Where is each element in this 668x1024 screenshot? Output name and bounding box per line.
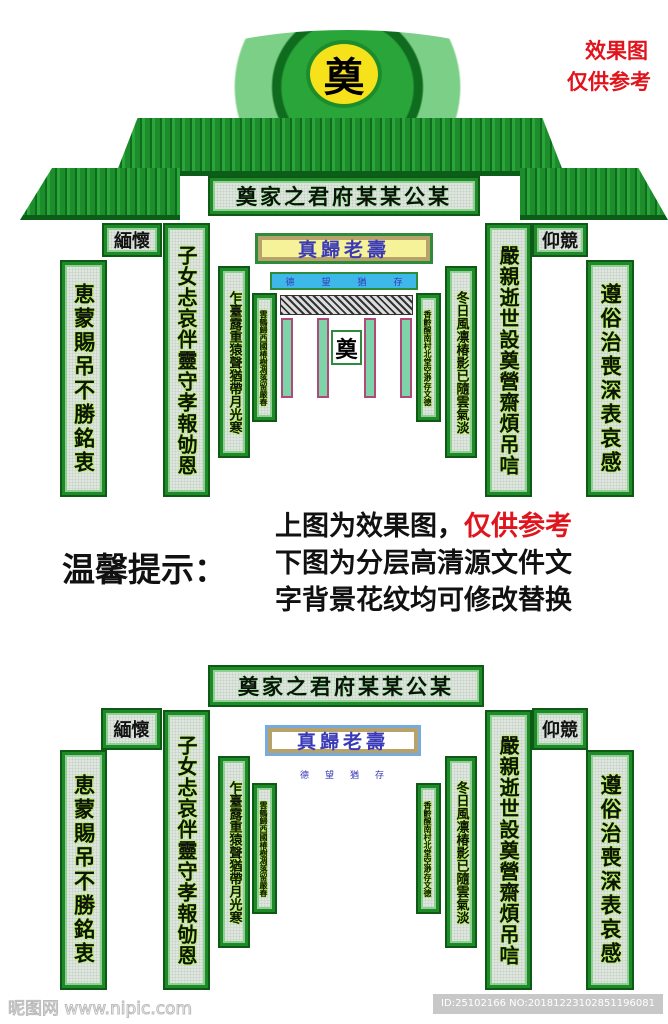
roof-upper xyxy=(115,118,565,176)
couplet-mid-right: 冬日風凛椿影已隨雲氣淡 xyxy=(445,756,477,948)
main-plaque: 奠家之君府某某公某 xyxy=(208,665,484,707)
sub-banner: 德望猶存 xyxy=(292,766,392,782)
hint-label: 温馨提示： xyxy=(62,550,227,589)
inner-gate-frieze xyxy=(280,295,413,315)
roof-right xyxy=(520,168,668,220)
couplet-text: 雲鶴歸西國椿樹凋落留嚴春 xyxy=(259,309,269,406)
sub-banner-char: 望 xyxy=(324,770,334,781)
couplet-mid-left: 乍臺露重猿聲猶帶月光寒 xyxy=(218,266,250,458)
couplet-outer-right: 遵俗治喪深表哀感 xyxy=(586,750,634,990)
main-plaque-text: 奠家之君府某某公某 xyxy=(238,674,454,699)
emblem-circle: 奠 xyxy=(306,40,382,108)
main-plaque: 奠家之君府某某公某 xyxy=(208,176,480,216)
hint-text: 上图为效果图，仅供参考 下图为分层高清源文件文 字背景花纹均可修改替换 xyxy=(275,508,572,619)
banner-shougui: 真歸老壽 xyxy=(265,725,421,756)
banner-shougui: 真歸老壽 xyxy=(255,233,433,264)
couplet-tiny-left: 雲鶴歸西國椿樹凋落留嚴春 xyxy=(252,293,277,422)
hint-line3: 字背景花纹均可修改替换 xyxy=(275,585,572,616)
sub-banner: 德望猶存 xyxy=(270,272,418,290)
couplet-inner-left: 子女忐哀伴靈守孝報劬恩 xyxy=(163,710,210,990)
sub-banner-char: 德 xyxy=(299,770,309,781)
sub-banner-char: 德 xyxy=(285,277,295,288)
couplet-outer-left: 恵蒙賜吊不勝銘衷 xyxy=(60,260,107,497)
small-plaque-left: 緬懷 xyxy=(102,223,162,257)
inner-emblem: 奠 xyxy=(331,330,362,365)
watermark-site: 昵图网 www.nipic.com xyxy=(7,999,193,1020)
sub-banner-char: 猶 xyxy=(349,770,359,781)
hint-line1-red: 仅供参考 xyxy=(464,511,572,542)
hint-line2: 下图为分层高清源文件文 xyxy=(275,548,572,579)
sub-banner-char: 望 xyxy=(321,277,331,288)
small-plaque-right-text: 仰競 xyxy=(542,720,578,741)
couplet-inner-right: 嚴親逝世設奠營齋煩吊唁 xyxy=(485,223,532,497)
couplet-tiny-right: 香齡醒南村北堂空渺存文德 xyxy=(416,783,441,914)
couplet-tiny-right: 香齡醒南村北堂空渺存文德 xyxy=(416,293,441,422)
couplet-inner-left: 子女忐哀伴靈守孝報劬恩 xyxy=(163,223,210,497)
sub-banner-char: 存 xyxy=(393,277,403,288)
small-plaque-right-text: 仰競 xyxy=(542,231,578,252)
small-plaque-right: 仰競 xyxy=(532,223,588,257)
small-plaque-left: 緬懷 xyxy=(101,708,162,750)
couplet-text: 香齡醒南村北堂空渺存文德 xyxy=(423,800,433,897)
small-plaque-left-text: 緬懷 xyxy=(113,720,150,741)
couplet-outer-left: 恵蒙賜吊不勝銘衷 xyxy=(60,750,107,990)
sub-banner-char: 存 xyxy=(374,770,384,781)
banner-text: 真歸老壽 xyxy=(296,731,389,753)
couplet-text: 遵俗治喪深表哀感 xyxy=(598,282,623,475)
couplet-text: 子女忐哀伴靈守孝報劬恩 xyxy=(174,734,198,966)
couplet-mid-left: 乍臺露重猿聲猶帶月光寒 xyxy=(218,756,250,948)
banner-text: 真歸老壽 xyxy=(297,239,390,261)
watermark-id: ID:25102166 NO:20181223102851196081 xyxy=(433,994,663,1014)
couplet-text: 子女忐哀伴靈守孝報劬恩 xyxy=(174,244,198,476)
couplet-text: 冬日風凛椿影已隨雲氣淡 xyxy=(453,780,469,924)
top-notice: 效果图 仅供参考 xyxy=(567,36,651,98)
couplet-tiny-left: 雲鶴歸西國椿樹凋落留嚴春 xyxy=(252,783,277,914)
notice-line2: 仅供参考 xyxy=(567,70,651,94)
main-plaque-text: 奠家之君府某某公某 xyxy=(236,184,452,209)
inner-pillar xyxy=(400,318,412,398)
sub-banner-char: 猶 xyxy=(357,277,367,288)
notice-line1: 效果图 xyxy=(585,39,648,63)
couplet-text: 遵俗治喪深表哀感 xyxy=(598,774,623,966)
inner-pillar xyxy=(364,318,376,398)
inner-pillar xyxy=(281,318,293,398)
couplet-text: 冬日風凛椿影已隨雲氣淡 xyxy=(453,290,469,434)
small-plaque-left-text: 緬懷 xyxy=(114,231,150,252)
couplet-text: 雲鶴歸西國椿樹凋落留嚴春 xyxy=(259,800,269,897)
couplet-text: 嚴親逝世設奠營齋煩吊唁 xyxy=(496,244,520,476)
inner-pillar xyxy=(317,318,329,398)
couplet-text: 乍臺露重猿聲猶帶月光寒 xyxy=(226,780,242,924)
small-plaque-right: 仰競 xyxy=(532,708,588,750)
couplet-mid-right: 冬日風凛椿影已隨雲氣淡 xyxy=(445,266,477,458)
couplet-text: 乍臺露重猿聲猶帶月光寒 xyxy=(226,290,242,434)
couplet-outer-right: 遵俗治喪深表哀感 xyxy=(586,260,634,497)
hint-line1: 上图为效果图，仅供参考 xyxy=(275,508,572,545)
couplet-inner-right: 嚴親逝世設奠營齋煩吊唁 xyxy=(485,710,532,990)
roof-left xyxy=(20,168,180,220)
couplet-text: 恵蒙賜吊不勝銘衷 xyxy=(71,774,97,966)
couplet-text: 香齡醒南村北堂空渺存文德 xyxy=(423,309,433,406)
couplet-text: 恵蒙賜吊不勝銘衷 xyxy=(71,282,97,475)
hint-line1-black: 上图为效果图， xyxy=(275,511,464,542)
couplet-text: 嚴親逝世設奠營齋煩吊唁 xyxy=(496,734,520,966)
